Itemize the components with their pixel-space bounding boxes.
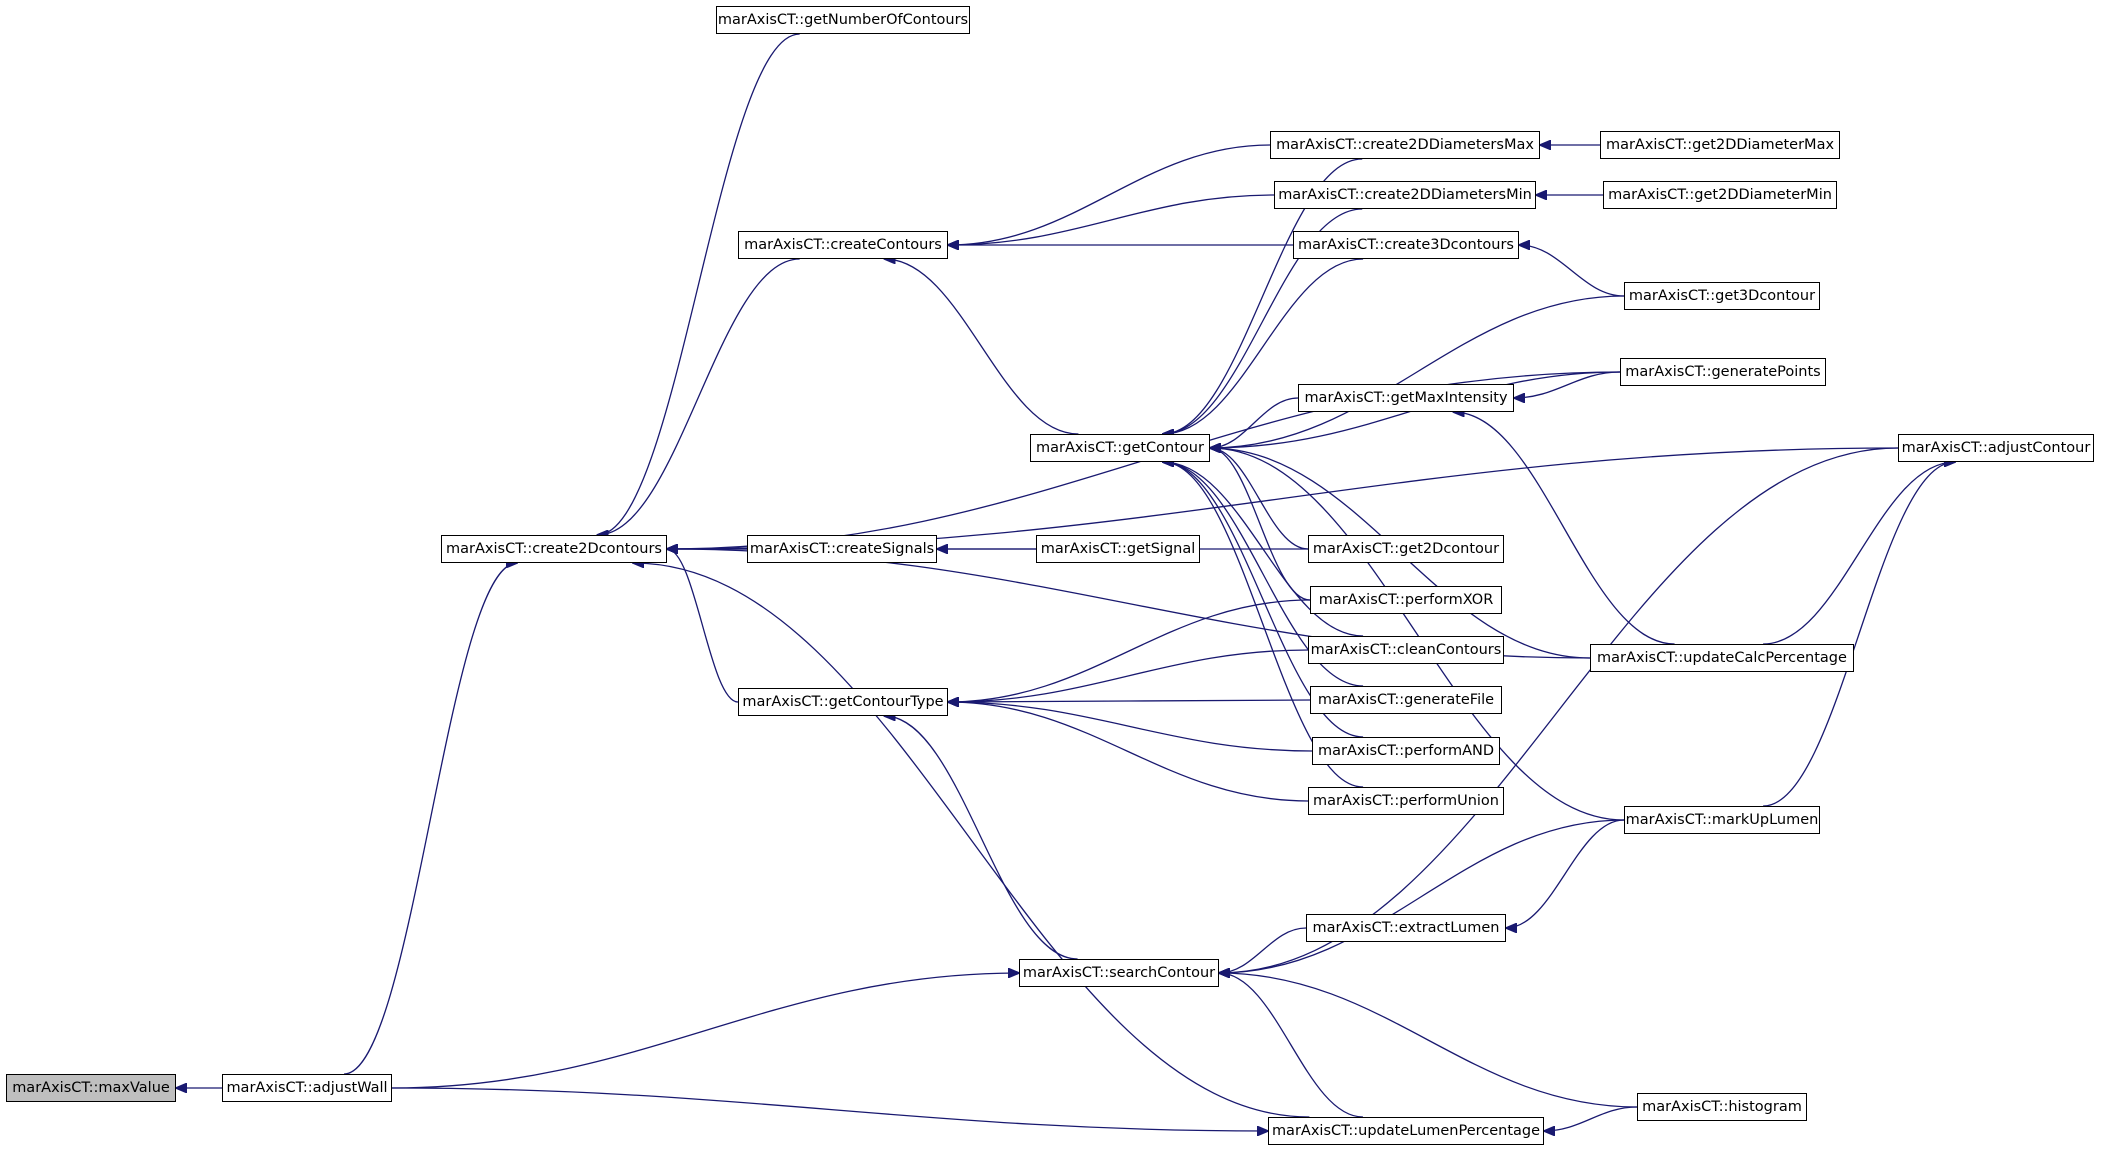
edge-updateCalcPercentage-to-adjustContour <box>1763 462 1955 645</box>
node-create3-dcontours[interactable]: marAxisCT::create3Dcontours <box>1293 231 1519 259</box>
edge-adjustWall-to-updateLumenPercentage <box>391 1087 1268 1131</box>
edge-histogram-to-updateLumenPercentage <box>1544 1106 1638 1131</box>
edge-markUpLumen-to-searchContour <box>1219 819 1625 973</box>
edge-get2Dcontour-to-getContour <box>1210 448 1309 550</box>
edge-create2DDiametersMax-to-createContours <box>948 144 1271 245</box>
edge-getMaxIntensity-to-getContour <box>1210 397 1299 448</box>
edge-extractLumen-to-searchContour <box>1219 927 1307 973</box>
edge-performXOR-to-getContourType <box>948 599 1311 702</box>
node-get2-ddiameter-max[interactable]: marAxisCT::get2DDiameterMax <box>1600 131 1840 159</box>
edge-performAND-to-getContourType <box>948 702 1313 752</box>
node-generate-points[interactable]: marAxisCT::generatePoints <box>1620 358 1826 386</box>
edge-cleanContours-to-getContourType <box>948 649 1309 702</box>
node-clean-contours[interactable]: marAxisCT::cleanContours <box>1308 636 1504 664</box>
edge-adjustContour-to-searchContour <box>1219 447 1899 973</box>
edge-updateLumenPercentage-to-create2Dcontours <box>633 563 1310 1118</box>
edge-getNumberOfContours-to-create2Dcontours <box>597 33 800 535</box>
edge-getContourType-to-create2Dcontours <box>667 549 739 703</box>
node-create-signals[interactable]: marAxisCT::createSignals <box>747 535 937 563</box>
node-perform-xor[interactable]: marAxisCT::performXOR <box>1310 586 1502 614</box>
node-histogram[interactable]: marAxisCT::histogram <box>1637 1093 1807 1121</box>
node-generate-file[interactable]: marAxisCT::generateFile <box>1310 686 1502 714</box>
edge-updateLumenPercentage-to-searchContour <box>1219 973 1363 1118</box>
node-create2-ddiameters-max[interactable]: marAxisCT::create2DDiametersMax <box>1270 131 1540 159</box>
edge-performUnion-to-getContour <box>1163 462 1364 788</box>
node-max-value[interactable]: marAxisCT::maxValue <box>6 1074 176 1102</box>
edge-updateCalcPercentage-to-getMaxIntensity <box>1453 412 1675 645</box>
node-get-signal[interactable]: marAxisCT::getSignal <box>1036 535 1200 563</box>
edge-layer <box>176 33 1955 1131</box>
edge-adjustWall-to-create2Dcontours <box>344 563 517 1075</box>
edge-get3Dcontour-to-getContour <box>1210 295 1625 448</box>
node-mark-up-lumen[interactable]: marAxisCT::markUpLumen <box>1624 806 1820 834</box>
node-update-calc-percentage[interactable]: marAxisCT::updateCalcPercentage <box>1590 644 1854 672</box>
node-perform-and[interactable]: marAxisCT::performAND <box>1312 737 1500 765</box>
node-search-contour[interactable]: marAxisCT::searchContour <box>1019 959 1219 987</box>
edge-adjustWall-to-searchContour <box>391 973 1019 1089</box>
node-update-lumen-percentage[interactable]: marAxisCT::updateLumenPercentage <box>1268 1117 1544 1145</box>
edge-markUpLumen-to-getContour <box>1210 448 1625 821</box>
node-get-contour[interactable]: marAxisCT::getContour <box>1030 434 1210 462</box>
edge-create2DDiametersMax-to-getContour <box>1163 158 1363 434</box>
edge-create2DDiametersMin-to-getContour <box>1163 208 1363 434</box>
node-adjust-contour[interactable]: marAxisCT::adjustContour <box>1898 434 2094 462</box>
node-create2-ddiameters-min[interactable]: marAxisCT::create2DDiametersMin <box>1274 181 1536 209</box>
node-perform-union[interactable]: marAxisCT::performUnion <box>1308 787 1504 815</box>
edge-getContour-to-createContours <box>885 259 1079 435</box>
edge-generatePoints-to-getMaxIntensity <box>1514 371 1621 398</box>
node-create-contours[interactable]: marAxisCT::createContours <box>738 231 948 259</box>
node-get3-dcontour[interactable]: marAxisCT::get3Dcontour <box>1624 282 1820 310</box>
edge-generateFile-to-getContourType <box>948 700 1311 702</box>
edge-performUnion-to-getContourType <box>948 702 1309 802</box>
node-extract-lumen[interactable]: marAxisCT::extractLumen <box>1306 914 1506 942</box>
edge-cleanContours-to-getContour <box>1163 462 1364 637</box>
node-get-contour-type[interactable]: marAxisCT::getContourType <box>738 688 948 716</box>
edge-generateFile-to-getContour <box>1163 462 1364 687</box>
edge-performAND-to-getContour <box>1163 462 1364 738</box>
edge-histogram-to-searchContour <box>1219 973 1638 1108</box>
node-get-number-of-contours[interactable]: marAxisCT::getNumberOfContours <box>716 6 970 34</box>
node-get2-dcontour[interactable]: marAxisCT::get2Dcontour <box>1308 535 1504 563</box>
node-create2-dcontours[interactable]: marAxisCT::create2Dcontours <box>441 535 667 563</box>
edge-create3Dcontours-to-getContour <box>1163 258 1364 434</box>
edge-get3Dcontour-to-create3Dcontours <box>1519 245 1625 297</box>
node-adjust-wall[interactable]: marAxisCT::adjustWall <box>222 1074 392 1102</box>
edge-create2DDiametersMin-to-createContours <box>948 194 1275 245</box>
edge-createContours-to-create2Dcontours <box>597 258 800 535</box>
edge-markUpLumen-to-adjustContour <box>1763 462 1955 807</box>
node-get2-ddiameter-min[interactable]: marAxisCT::get2DDiameterMin <box>1603 181 1837 209</box>
node-get-max-intensity[interactable]: marAxisCT::getMaxIntensity <box>1298 384 1514 412</box>
edge-markUpLumen-to-extractLumen <box>1506 819 1625 928</box>
edge-searchContour-to-getContourType <box>884 716 1078 960</box>
